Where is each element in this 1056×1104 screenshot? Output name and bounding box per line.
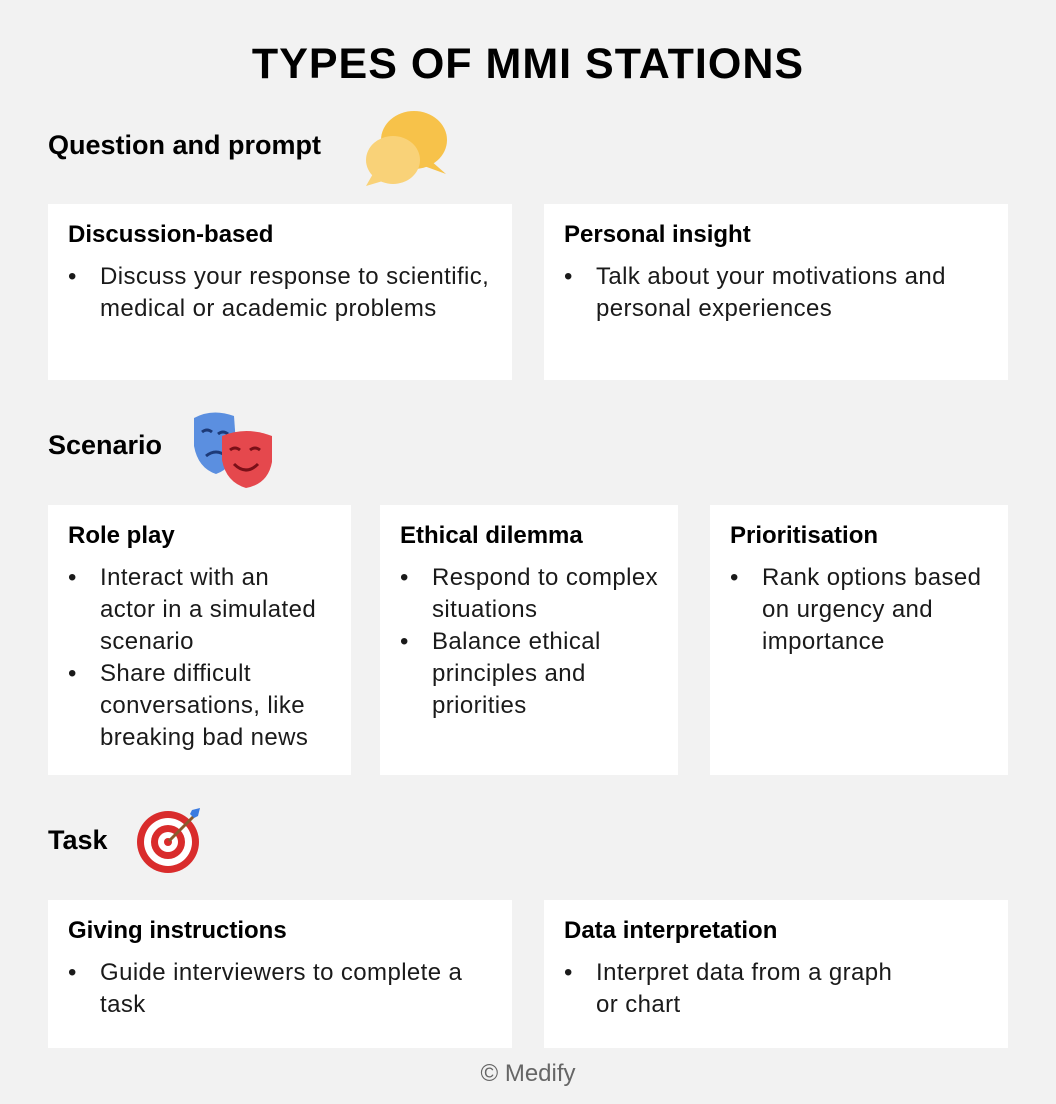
bullet-icon: • [400, 628, 409, 655]
list-item: •Talk about your motivations and persona… [564, 263, 946, 322]
list-item: •Share difficult conversations, like bre… [68, 660, 309, 751]
list-item: •Guide interviewers to complete a task [68, 959, 463, 1018]
speech-bubbles-icon [364, 110, 450, 193]
section-heading-scenario: Scenario [48, 430, 163, 460]
card-giving-instructions: Giving instructions •Guide interviewers … [48, 900, 512, 1048]
card-title: Role play [68, 522, 175, 549]
list-item: •Respond to complex situations [400, 564, 658, 623]
bullet-icon: • [400, 564, 409, 591]
card-title: Giving instructions [68, 917, 287, 944]
card-title: Personal insight [564, 221, 751, 248]
list-item: •Balance ethical principles and prioriti… [400, 628, 601, 719]
card-personal-insight: Personal insight •Talk about your motiva… [544, 204, 1008, 380]
bullet-icon: • [68, 564, 77, 591]
card-title: Ethical dilemma [400, 522, 583, 549]
card-prioritisation: Prioritisation •Rank options based on ur… [710, 505, 1008, 775]
dart-target-icon [134, 806, 204, 879]
card-title: Prioritisation [730, 522, 879, 549]
section-heading-task: Task [48, 825, 108, 855]
card-role-play: Role play •Interact with an actor in a s… [48, 505, 351, 775]
bullet-icon: • [68, 959, 77, 986]
card-data-interpretation: Data interpretation •Interpret data from… [544, 900, 1008, 1048]
bullet-icon: • [68, 263, 77, 290]
bullet-icon: • [68, 660, 77, 687]
list-item: •Rank options based on urgency and impor… [730, 564, 982, 655]
bullet-icon: • [564, 263, 573, 290]
copyright-footer: © Medify [480, 1060, 576, 1087]
card-title: Discussion-based [68, 221, 274, 248]
theatre-masks-icon [190, 410, 278, 495]
card-ethical-dilemma: Ethical dilemma •Respond to complex situ… [380, 505, 678, 775]
bullet-icon: • [730, 564, 739, 591]
page-title: TYPES OF MMI STATIONS [251, 40, 805, 88]
bullet-icon: • [564, 959, 573, 986]
section-heading-question: Question and prompt [48, 130, 321, 160]
card-discussion-based: Discussion-based •Discuss your response … [48, 204, 512, 380]
list-item: •Interact with an actor in a simulated s… [68, 564, 317, 655]
card-title: Data interpretation [564, 917, 778, 944]
list-item: •Interpret data from a graph or chart [564, 959, 893, 1018]
list-item: •Discuss your response to scientific, me… [68, 263, 490, 322]
